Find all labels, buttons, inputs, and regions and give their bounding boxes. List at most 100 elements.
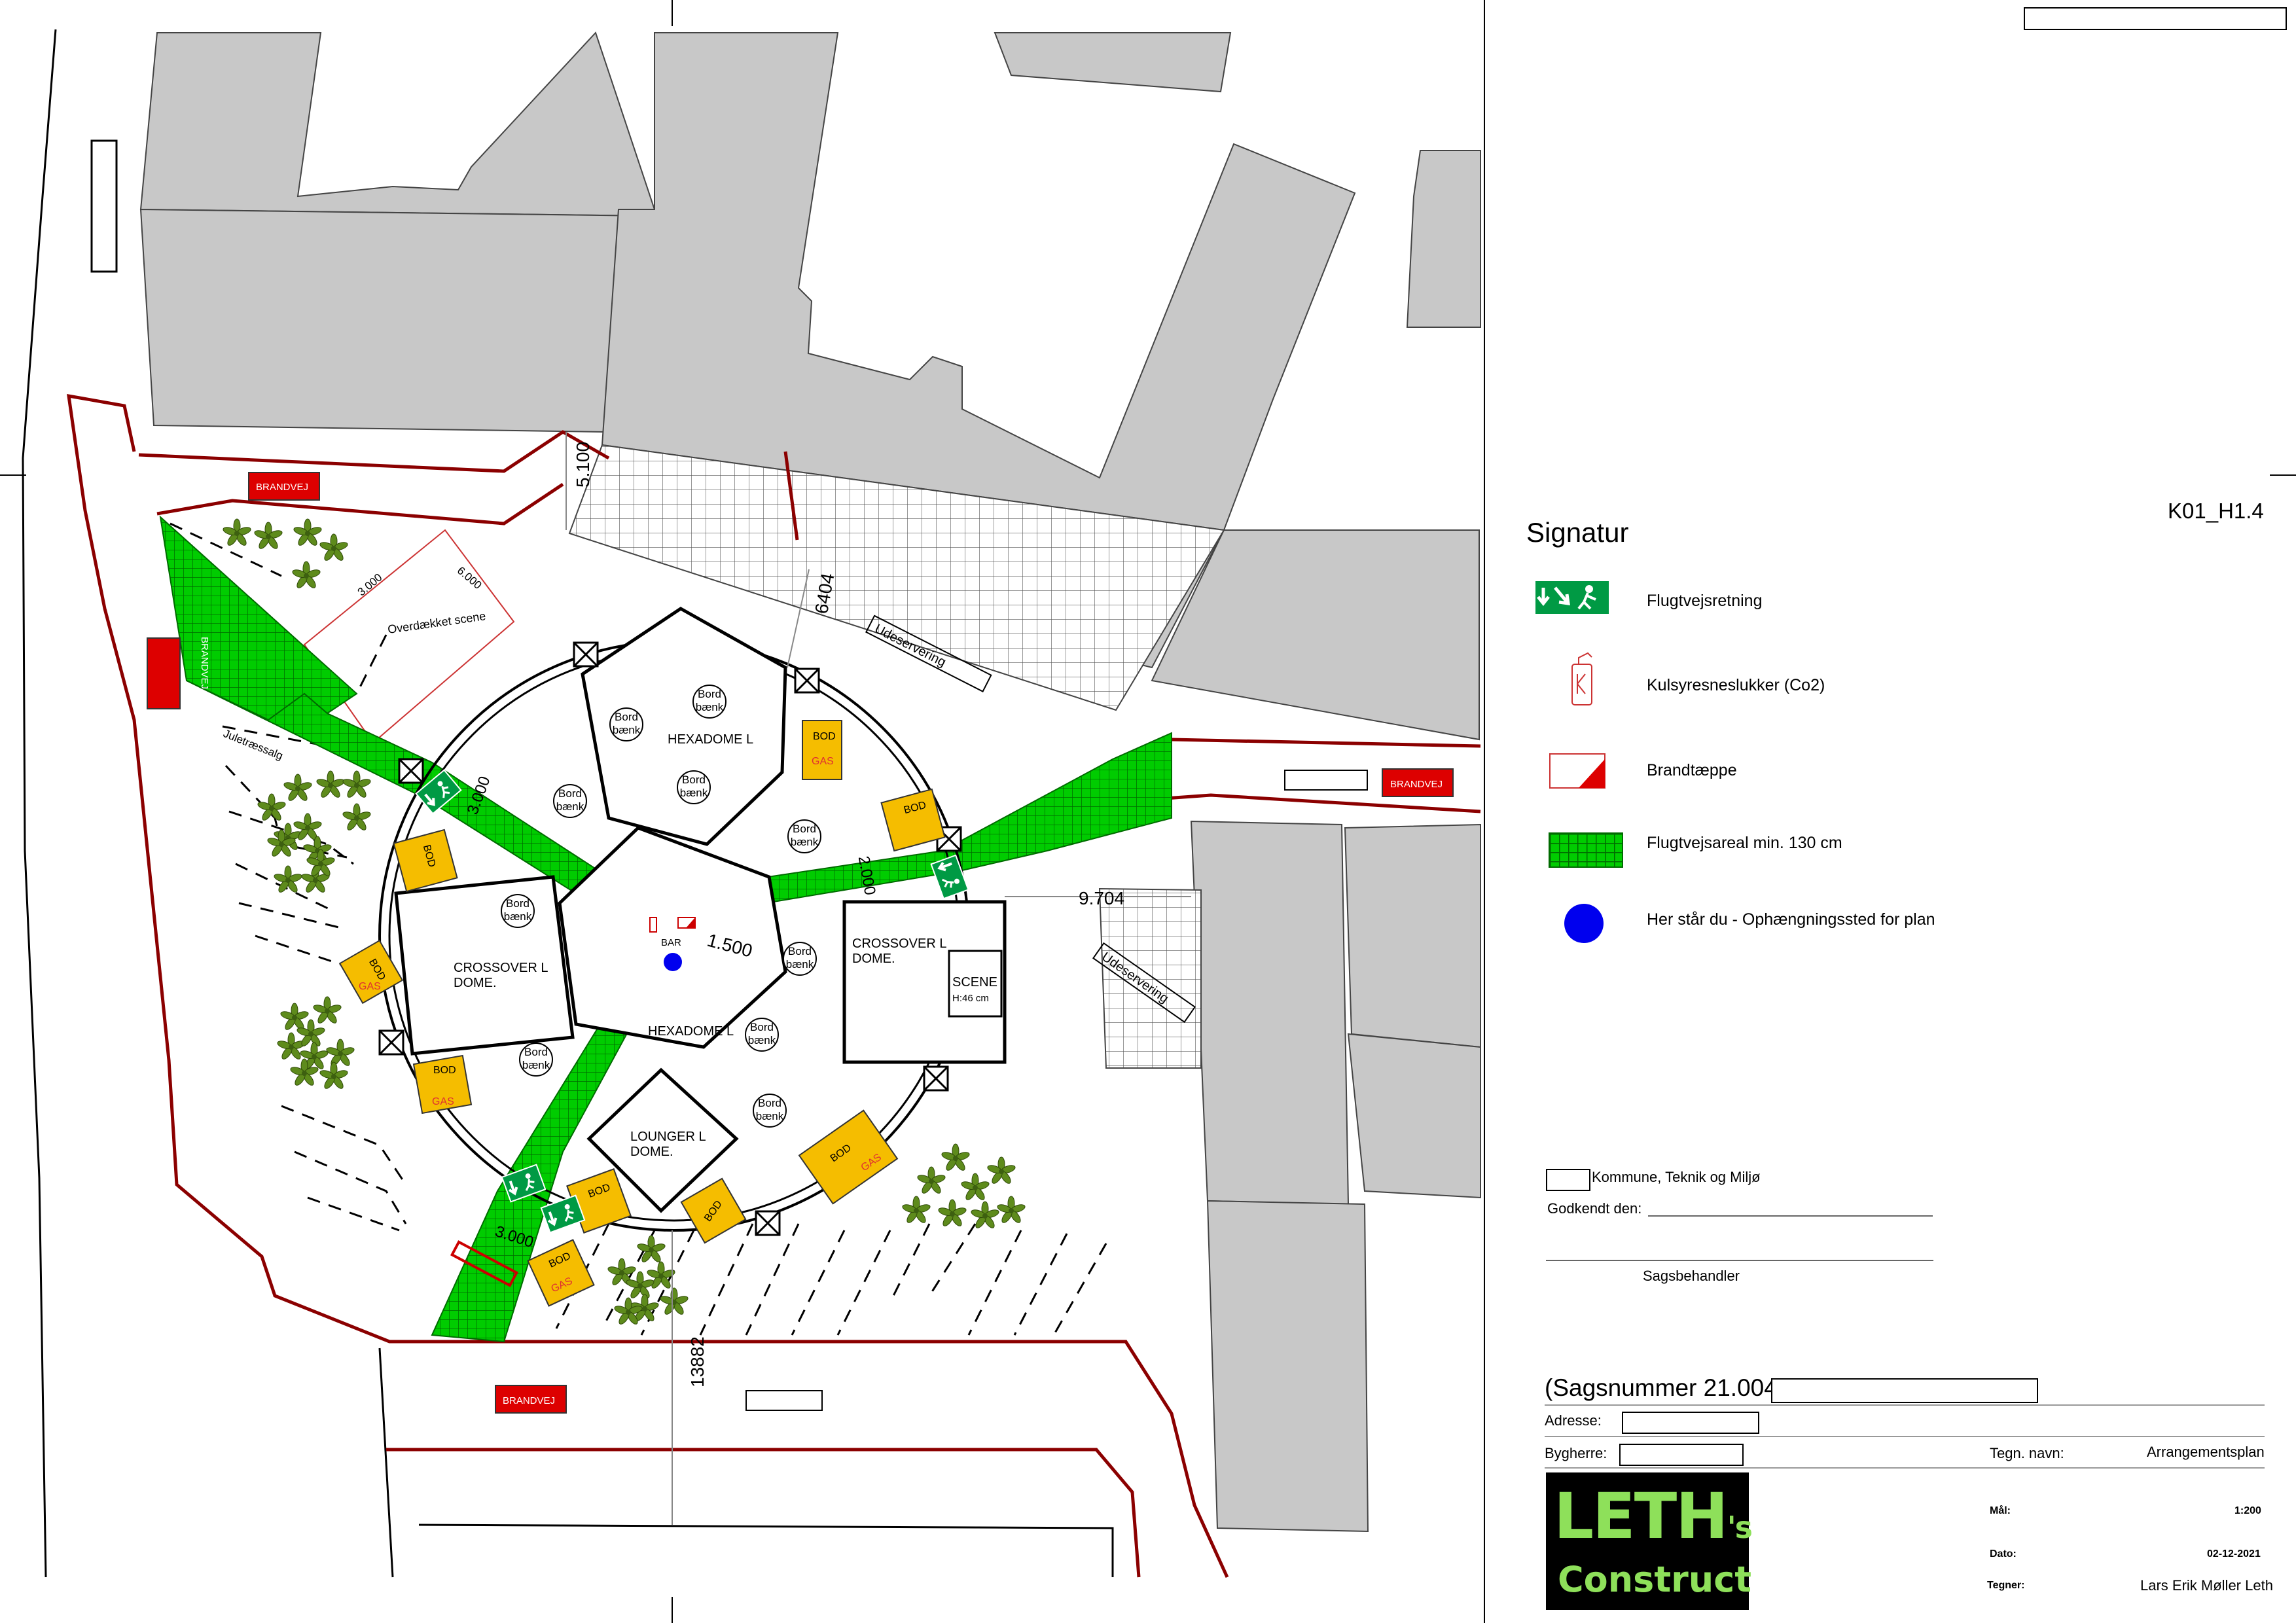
stage (948, 950, 1003, 1018)
drawing-name-label: Tegn. navn: (1990, 1445, 2064, 1461)
titleblock-rule-1 (1545, 1404, 2265, 1406)
svg-text:bænk: bænk (791, 836, 819, 848)
road-outlines (22, 29, 1114, 1578)
udeservering-area-top (568, 444, 1225, 711)
drawer-label: Tegner: (1987, 1580, 2025, 1591)
address-box (1622, 1412, 1759, 1434)
fire-extinguisher-icon (1566, 648, 1598, 707)
legend-label-area: Flugtvejsareal min. 130 cm (1647, 834, 1842, 852)
hexadome-top (581, 607, 787, 846)
escape-marker-bottom (450, 1240, 519, 1287)
buildings (139, 31, 1481, 1533)
svg-text:Bord: Bord (750, 1021, 774, 1033)
svg-text:bænk: bænk (556, 800, 584, 813)
overdaekket-scene-outline (303, 529, 515, 744)
fire-road-boundary (67, 393, 1481, 1578)
drawing-id: K01_H1.4 (2168, 499, 2264, 523)
svg-text:Bord: Bord (793, 823, 816, 835)
svg-text:DOME.: DOME. (852, 952, 895, 966)
svg-text:5.100: 5.100 (573, 442, 593, 488)
svg-text:bænk: bænk (504, 910, 532, 923)
svg-text:bænk: bænk (786, 958, 814, 971)
svg-text:DOME.: DOME. (630, 1145, 673, 1159)
brandvej-labels: BRANDVEJ BRANDVEJ BRANDVEJ BRANDVEJ (199, 482, 1443, 1406)
scale-label: Mål: (1990, 1505, 2011, 1516)
approved-line (1648, 1215, 1933, 1217)
svg-text:Bord: Bord (698, 688, 721, 700)
svg-text:6.000: 6.000 (455, 564, 484, 592)
svg-text:bænk: bænk (748, 1034, 776, 1046)
svg-text:bænk: bænk (756, 1110, 784, 1122)
logo-leth: LETH's (1554, 1480, 1753, 1553)
svg-text:Overdækket scene: Overdækket scene (387, 609, 486, 636)
svg-text:Bord: Bord (558, 787, 582, 800)
authority-label: Kommune, Teknik og Miljø (1592, 1169, 1761, 1185)
top-right-box (2024, 7, 2287, 30)
svg-text:DOME.: DOME. (454, 976, 497, 990)
udeservering-label-boxes (865, 615, 1196, 1024)
here-blue-dot (664, 953, 682, 971)
date-label: Dato: (1990, 1548, 2017, 1560)
fire-blanket-icon (1549, 753, 1606, 789)
drawer-name: Lars Erik Møller Leth (2140, 1577, 2273, 1594)
svg-text:HEXADOME L: HEXADOME L (668, 732, 753, 747)
svg-text:GAS: GAS (359, 981, 381, 992)
svg-text:Bord: Bord (506, 897, 529, 910)
svg-text:Bord: Bord (615, 711, 638, 723)
authority-checkbox (1546, 1169, 1590, 1191)
escape-route-sign-icon (1535, 581, 1609, 614)
svg-text:BRANDVEJ: BRANDVEJ (503, 1395, 555, 1406)
svg-text:9.704: 9.704 (1079, 888, 1124, 908)
svg-text:bænk: bænk (696, 701, 724, 713)
hexadome-center (558, 826, 787, 1049)
svg-text:HEXADOME L: HEXADOME L (648, 1024, 734, 1039)
svg-text:GAS: GAS (432, 1096, 454, 1107)
case-handler-label: Sagsbehandler (1643, 1268, 1740, 1284)
svg-text:BRANDVEJ: BRANDVEJ (1390, 779, 1443, 790)
drawing-name: Arrangementsplan (2147, 1444, 2265, 1460)
legend-label-escape: Flugtvejsretning (1647, 592, 1763, 610)
scale-value: 1:200 (2234, 1505, 2261, 1516)
svg-text:bænk: bænk (522, 1059, 550, 1071)
date-value: 02-12-2021 (2207, 1548, 2261, 1560)
svg-text:BOD: BOD (433, 1065, 456, 1076)
svg-text:CROSSOVER L: CROSSOVER L (454, 961, 548, 975)
svg-text:GAS: GAS (812, 756, 834, 767)
approved-label: Godkendt den: (1547, 1200, 1642, 1217)
legend-label-extinguisher: Kulsyresneslukker (Co2) (1647, 676, 1825, 694)
bod-booths (338, 720, 946, 1307)
svg-text:BAR: BAR (661, 937, 681, 948)
address-label: Adresse: (1545, 1412, 1602, 1429)
titleblock-rule-2 (1545, 1436, 2265, 1437)
case-number-box (1771, 1378, 2038, 1403)
small-rect-left (90, 139, 118, 273)
builder-box (1619, 1444, 1744, 1466)
domes (394, 607, 1007, 1213)
svg-text:H:46 cm: H:46 cm (952, 993, 989, 1004)
svg-text:CROSSOVER L: CROSSOVER L (852, 936, 946, 951)
svg-text:BRANDVEJ: BRANDVEJ (199, 637, 210, 689)
svg-text:BRANDVEJ: BRANDVEJ (256, 482, 308, 493)
signature-line (1546, 1260, 1933, 1261)
legend-title: Signatur (1526, 517, 1629, 548)
svg-text:13882: 13882 (687, 1336, 708, 1387)
svg-text:bænk: bænk (613, 724, 641, 736)
brandvej-signs (147, 472, 1454, 1414)
lounger-dome (586, 1067, 739, 1213)
svg-text:LOUNGER L: LOUNGER L (630, 1130, 706, 1144)
svg-text:Bord: Bord (524, 1046, 548, 1058)
svg-text:3.000: 3.000 (355, 571, 385, 599)
bord-benches (501, 685, 821, 1128)
case-number: (Sagsnummer 21.004) (1545, 1374, 1786, 1401)
dome-labels: HEXADOME L HEXADOME L CROSSOVER L DOME. … (454, 732, 997, 1159)
svg-text:Bord: Bord (682, 774, 706, 786)
svg-text:Bord: Bord (788, 945, 812, 957)
svg-text:SCENE: SCENE (952, 975, 997, 990)
logo-construct: Construct (1558, 1559, 1752, 1600)
svg-text:Bord: Bord (758, 1097, 781, 1109)
builder-label: Bygherre: (1545, 1445, 1607, 1461)
company-logo: LETH's Construct (1546, 1472, 1753, 1610)
